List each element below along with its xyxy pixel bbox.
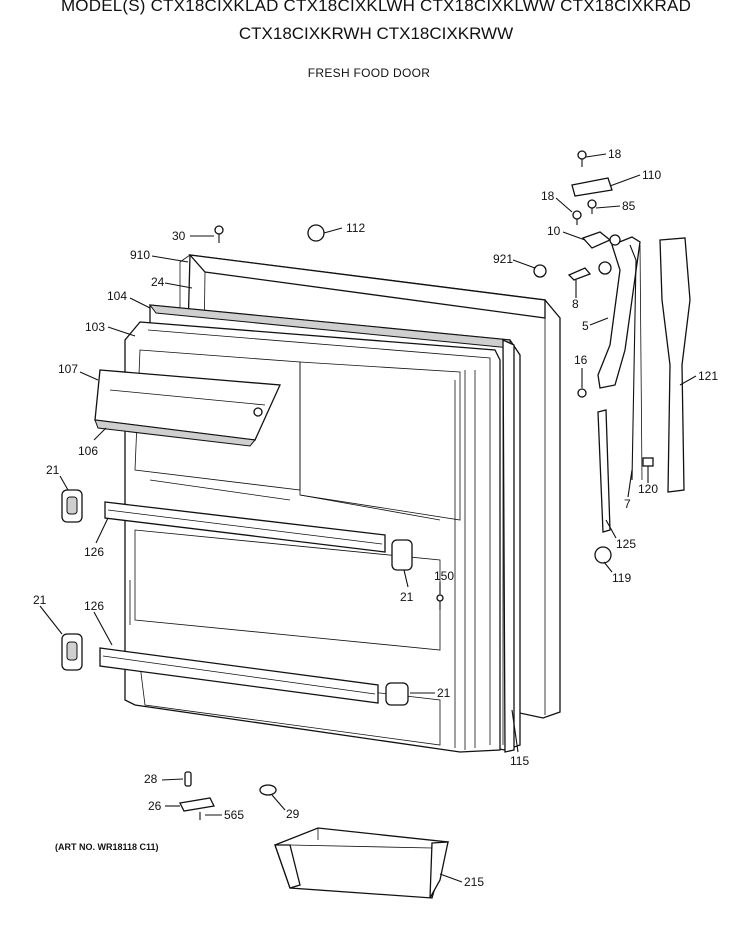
- callout: 125: [616, 537, 636, 551]
- callout: 10: [547, 224, 561, 238]
- model-list-line-2: CTX18CIXKRWH CTX18CIXKRWW: [238, 24, 514, 43]
- callout: 24: [151, 275, 165, 289]
- callout: 119: [612, 571, 631, 585]
- hinge-assembly: [533, 177, 691, 564]
- callout: 8: [572, 297, 579, 311]
- art-number: (ART NO. WR18118 C11): [55, 842, 159, 852]
- callout: 103: [85, 320, 105, 334]
- callout: 21: [33, 593, 47, 607]
- callout: 565: [224, 808, 244, 822]
- callout: 85: [622, 199, 636, 213]
- callout: 5: [582, 319, 589, 333]
- callout: 7: [624, 497, 631, 511]
- callout: 112: [346, 221, 365, 235]
- callout: 30: [172, 229, 186, 243]
- callout: 21: [437, 686, 451, 700]
- callout: 28: [144, 772, 158, 786]
- callout: 107: [58, 362, 78, 376]
- callout: 18: [608, 147, 622, 161]
- callout: 120: [638, 482, 658, 496]
- callout: 910: [130, 248, 150, 262]
- callout: 26: [148, 799, 162, 813]
- callout: 110: [642, 168, 661, 182]
- callout: 126: [84, 545, 104, 559]
- door-trim-115: [502, 338, 515, 753]
- callout: 21: [46, 463, 60, 477]
- callout-labels: 18 110 18 85 10 921 8 5 16 121 7 120 125…: [33, 147, 718, 889]
- door-bin: [274, 827, 449, 899]
- shelf-support: [61, 489, 413, 706]
- door-shelf-lower: [99, 647, 379, 704]
- callout: 121: [698, 369, 718, 383]
- callout: 921: [493, 252, 513, 266]
- door-shelf-upper: [104, 501, 386, 553]
- model-list-line-1: MODEL(S) CTX18CIXKLAD CTX18CIXKLWH CTX18…: [60, 0, 692, 15]
- fasteners: [179, 150, 597, 820]
- callout: 21: [400, 590, 414, 604]
- dairy-compartment-door: [94, 369, 281, 447]
- section-title: FRESH FOOD DOOR: [307, 66, 431, 80]
- leader-lines: [39, 153, 697, 883]
- callout: 126: [84, 599, 104, 613]
- callout: 16: [574, 353, 588, 367]
- callout: 18: [541, 189, 555, 203]
- callout: 115: [510, 754, 529, 768]
- callout: 150: [434, 569, 454, 583]
- callout: 215: [464, 875, 484, 889]
- callout: 104: [107, 289, 127, 303]
- callout: 106: [78, 444, 98, 458]
- callout: 29: [286, 807, 300, 821]
